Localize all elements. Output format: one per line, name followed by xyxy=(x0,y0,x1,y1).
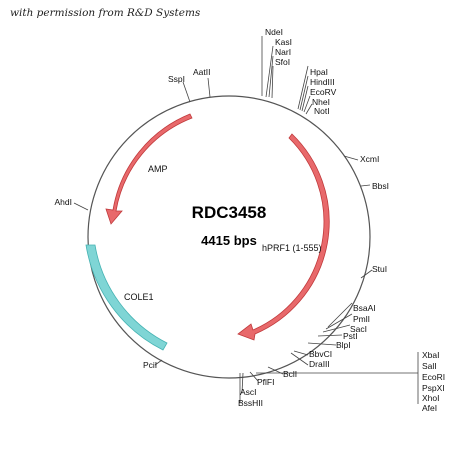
site-hindiii: HindIII xyxy=(310,77,335,87)
site-bbsi: BbsI xyxy=(372,181,389,191)
site-pmli: PmlI xyxy=(353,314,370,324)
site-draiii: DraIII xyxy=(309,359,330,369)
plasmid-name: RDC3458 xyxy=(192,203,267,222)
site-aatii: AatII xyxy=(193,67,210,77)
amp-feature-arrow[interactable] xyxy=(105,113,193,225)
site-kasi: KasI xyxy=(275,37,292,47)
site-bbvci: BbvCI xyxy=(309,349,332,359)
site-ndei: NdeI xyxy=(265,27,283,37)
plasmid-size: 4415 bps xyxy=(201,233,257,248)
site-ecori: EcoRI xyxy=(422,372,445,382)
site-hpai: HpaI xyxy=(310,67,328,77)
restriction-sites: NdeI KasI NarI SfoI HpaI HindIII EcoRV N… xyxy=(55,27,446,413)
site-pspxi: PspXI xyxy=(422,383,445,393)
site-xcmi: XcmI xyxy=(360,154,379,164)
site-ecorv: EcoRV xyxy=(310,87,337,97)
site-leader-lines xyxy=(73,36,419,404)
site-saci: SacI xyxy=(350,324,367,334)
site-noti: NotI xyxy=(314,106,330,116)
site-blpi: BlpI xyxy=(336,340,351,350)
amp-label: AMP xyxy=(148,164,168,174)
site-pcii: PciI xyxy=(143,360,157,370)
hprf1-label: hPRF1 (1-555) xyxy=(262,243,322,253)
site-nhei: NheI xyxy=(312,97,330,107)
site-bcli: BclI xyxy=(283,369,297,379)
site-sfoi: SfoI xyxy=(275,57,290,67)
site-pflfi: PflFI xyxy=(257,377,274,387)
site-bsshii: BssHII xyxy=(238,398,263,408)
site-asci: AscI xyxy=(240,387,257,397)
site-nari: NarI xyxy=(275,47,291,57)
site-psti: PstI xyxy=(343,331,358,341)
cole1-label: COLE1 xyxy=(124,292,154,302)
site-ahdi: AhdI xyxy=(55,197,73,207)
site-stui: StuI xyxy=(372,264,387,274)
permission-credit: with permission from R&D Systems xyxy=(10,7,201,19)
site-sali: SalI xyxy=(422,361,437,371)
plasmid-backbone xyxy=(87,95,371,379)
site-xbai: XbaI xyxy=(422,350,440,360)
site-afei: AfeI xyxy=(422,403,437,413)
site-sspi: SspI xyxy=(168,74,185,84)
site-xhoi: XhoI xyxy=(422,393,440,403)
cole1-feature-block[interactable] xyxy=(85,244,168,351)
site-bsaai: BsaAI xyxy=(353,303,376,313)
hprf1-feature-arrow[interactable] xyxy=(237,133,330,341)
